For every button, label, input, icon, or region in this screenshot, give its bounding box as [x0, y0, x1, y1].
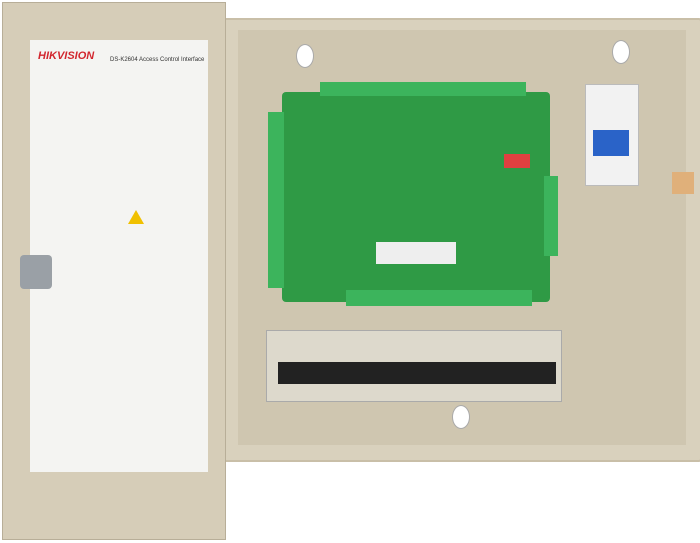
- terminal-strip: [278, 362, 556, 384]
- terminal-block-right: [544, 176, 558, 256]
- dip-switch: [504, 154, 530, 168]
- terminal-block-left: [268, 112, 284, 288]
- mounting-hole: [612, 40, 630, 64]
- label-title: DS-K2604 Access Control Interface: [110, 57, 205, 63]
- relays: [376, 242, 456, 264]
- warning-icon: [128, 210, 144, 224]
- ground-connector: [672, 172, 694, 194]
- terminal-block-bottom: [346, 290, 532, 306]
- mounting-hole: [452, 405, 470, 429]
- mounting-hole: [296, 44, 314, 68]
- breaker-toggle: [593, 130, 629, 156]
- terminal-block-top: [320, 82, 526, 96]
- brand-logo: HIKVISION: [38, 50, 95, 62]
- wiring-label: [30, 40, 208, 472]
- controller-board: [282, 92, 550, 302]
- door-lock[interactable]: [20, 255, 52, 289]
